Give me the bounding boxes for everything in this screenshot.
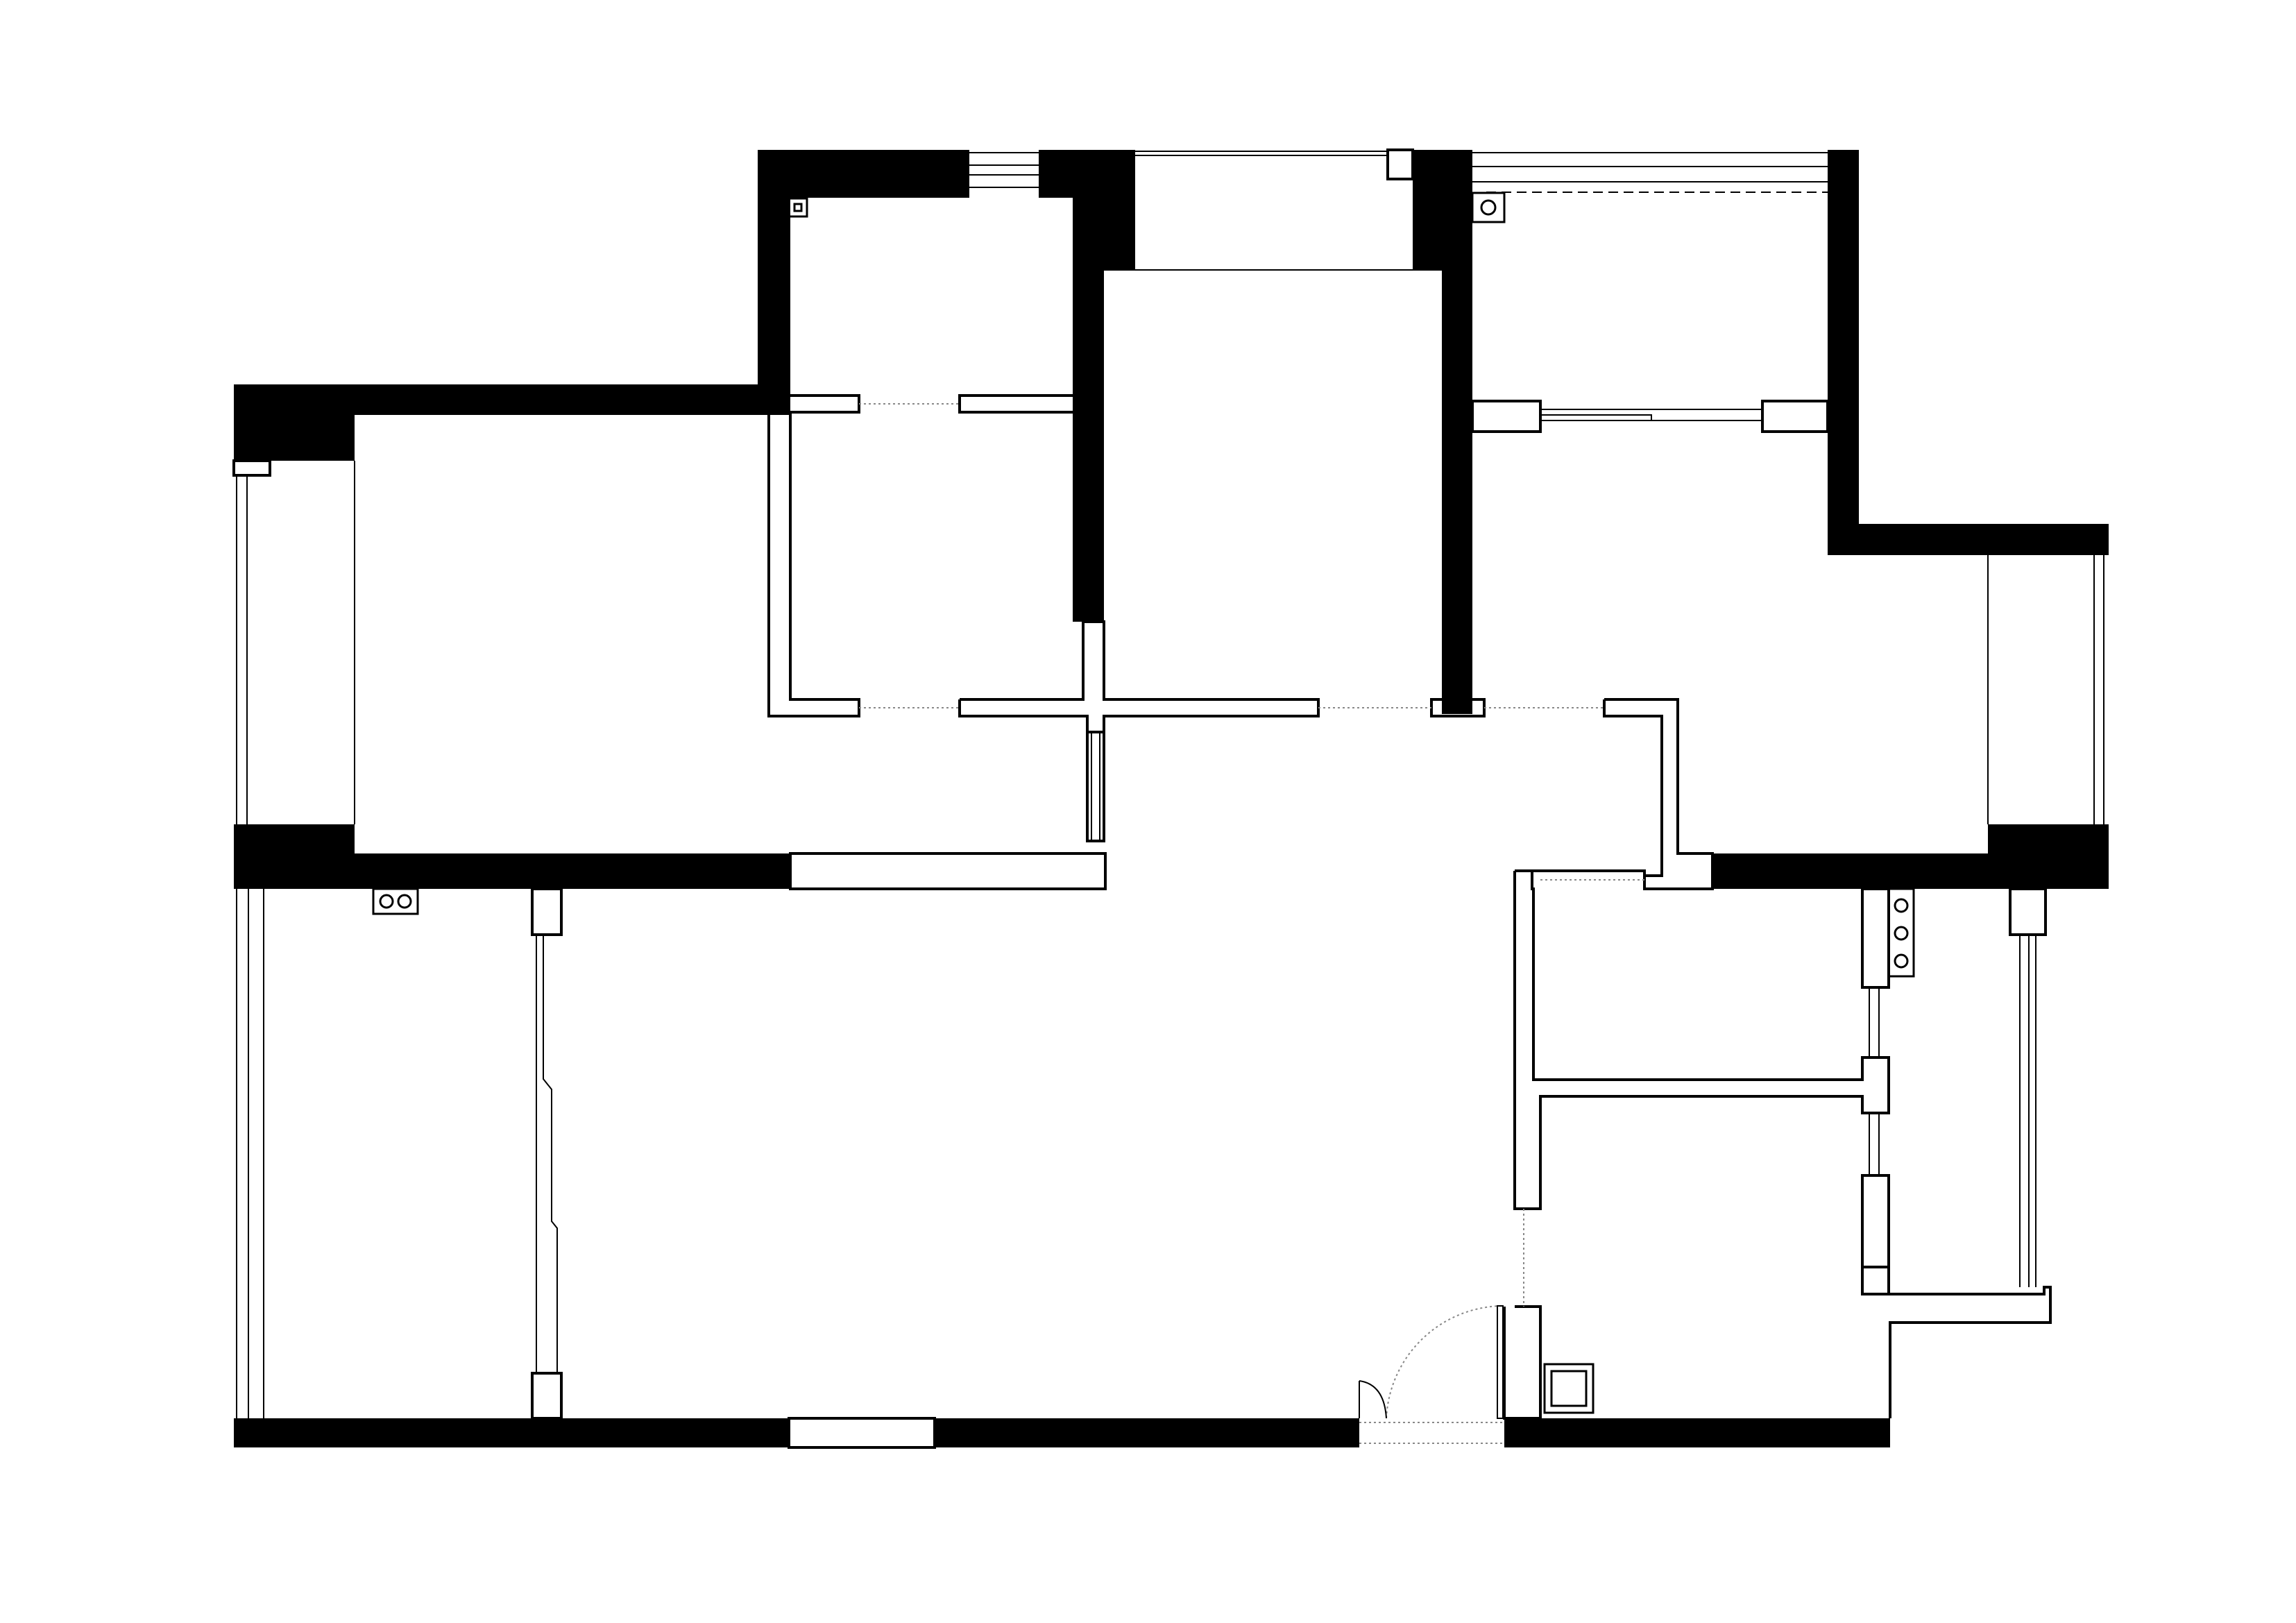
partition-lower-right-room: [1503, 1305, 1542, 1420]
partition-bedroom-a-divider-right: [958, 394, 1073, 414]
wall-right-middle-block: [1988, 824, 2109, 889]
door-openings: [859, 403, 1644, 1444]
partition-bath-left: [1513, 869, 1890, 1210]
partition-bedroom-b-outline: [767, 411, 860, 717]
fixtures: [372, 192, 1915, 1414]
opening-middle-band: [789, 852, 1107, 890]
partition-corridor-stub: [1086, 732, 1105, 842]
window-bottom-left: [788, 1417, 936, 1449]
partition-east-stub: [2009, 887, 2047, 936]
window-east-bath: [1869, 987, 1880, 1175]
wall-bottom-middle: [935, 1418, 1359, 1447]
windows: [236, 151, 2104, 1418]
entrance-door-stop: [1359, 1380, 1387, 1419]
partition-living-pier-bottom: [531, 1372, 563, 1420]
wall-corner-left-upper: [234, 384, 355, 461]
opening-corridor: [1091, 732, 1100, 841]
sliding-door-right-room: [1540, 409, 1762, 421]
entrance-door-leaf: [1497, 1305, 1504, 1419]
triple-outlet-icon-bath: [1887, 887, 1915, 978]
partition-bedroom-b-bottom-right: [958, 620, 1320, 733]
wall-right-room-right: [1828, 150, 1859, 555]
outlet-icon-bedroom-a: [788, 197, 808, 218]
window-right-upper: [1987, 555, 2104, 824]
structural-walls: [234, 150, 2109, 1447]
wall-bottom-right: [1504, 1418, 1890, 1447]
partition-right-room-divider-right: [1761, 400, 1829, 433]
partition-right-room-divider-left: [1471, 400, 1542, 433]
door-swing-arc-icon: [1386, 1305, 1502, 1419]
entrance-door: [1359, 1305, 1504, 1419]
window-left-upper: [236, 461, 355, 824]
wall-bottom-left: [234, 1418, 789, 1447]
partition-lower-right-east: [1861, 1267, 2052, 1418]
wall-central-spine-right: [1442, 150, 1472, 714]
wall-central-spine-left-long: [1073, 150, 1104, 622]
partition-walls: [232, 148, 2052, 1449]
wall-left-middle-band: [234, 853, 790, 889]
sliding-door-living: [536, 935, 558, 1373]
square-drain-icon: [1543, 1363, 1595, 1414]
window-right-lower: [2019, 935, 2036, 1287]
partition-living-pier-top: [531, 887, 563, 936]
window-top-right-room: [1472, 152, 1828, 193]
window-left-lower: [236, 889, 264, 1418]
partition-left-window-stub: [232, 459, 271, 477]
partition-upper-stub: [1386, 148, 1414, 180]
double-circle-outlet-icon-living: [372, 887, 419, 915]
wall-bedroom-a-top: [758, 150, 969, 198]
window-top-center: [1104, 151, 1413, 271]
partition-east-pier-lower: [1861, 1174, 1890, 1268]
window-top-bedroom-a: [969, 152, 1039, 188]
outlet-icon-right-room: [1471, 192, 1506, 223]
partition-bath-top: [1532, 869, 1646, 889]
wall-right-wing-top: [1828, 524, 2109, 555]
